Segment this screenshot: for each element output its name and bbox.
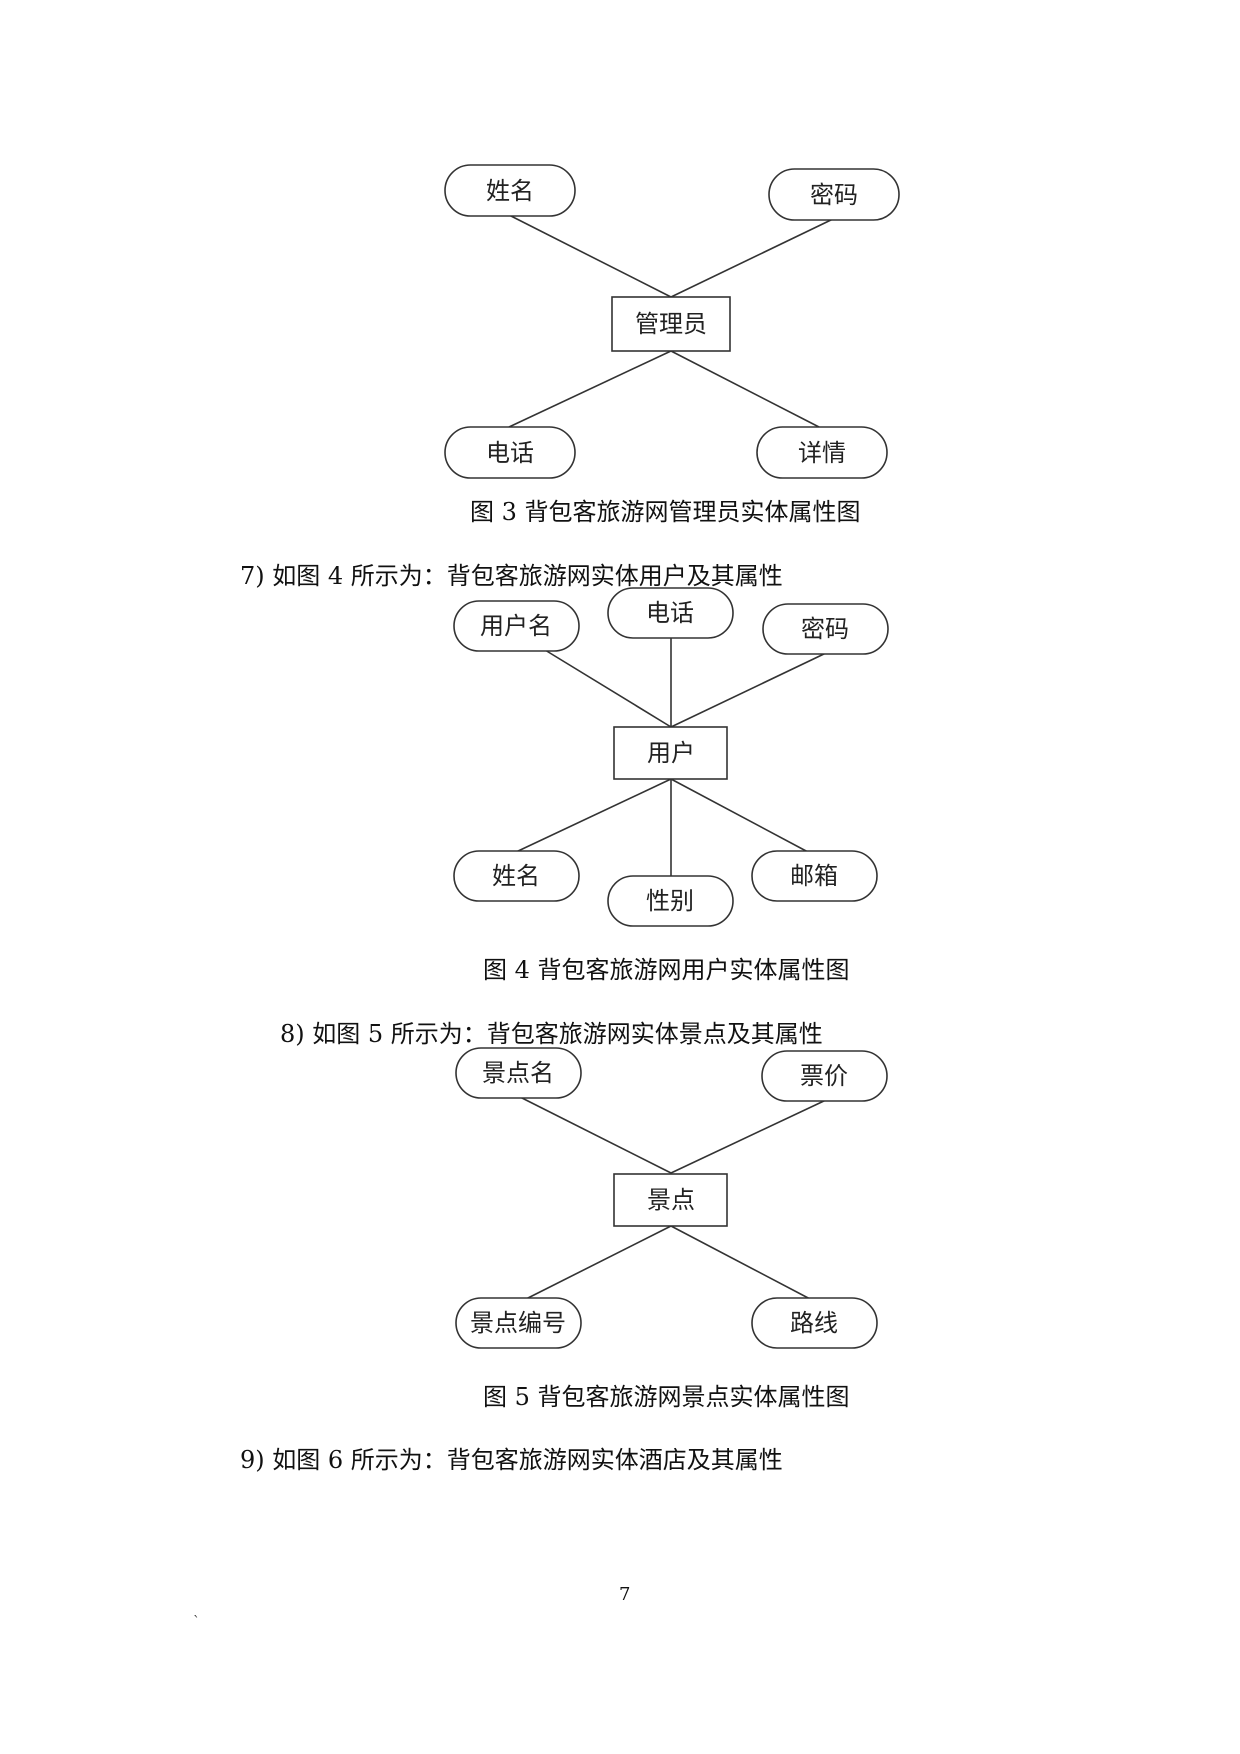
svg-text:票价: 票价: [800, 1062, 848, 1090]
list-item-8: 8) 如图 5 所示为：背包客旅游网实体景点及其属性: [280, 1020, 823, 1048]
attribute-password: 密码: [768, 168, 900, 221]
attribute-attraction-id: 景点编号: [455, 1297, 582, 1349]
attribute-username: 用户名: [453, 600, 580, 652]
entity-box-admin: 管理员: [611, 296, 731, 352]
attribute-details: 详情: [756, 426, 888, 479]
svg-text:管理员: 管理员: [635, 310, 707, 338]
attribute-gender: 性别: [607, 875, 734, 927]
svg-text:详情: 详情: [798, 439, 846, 467]
page-number: 7: [619, 1584, 631, 1605]
svg-text:景点编号: 景点编号: [470, 1309, 566, 1337]
entity-box-attraction: 景点: [613, 1173, 728, 1227]
attribute-phone: 电话: [607, 587, 734, 639]
svg-text:性别: 性别: [646, 887, 694, 915]
svg-text:用户名: 用户名: [480, 612, 552, 640]
attribute-password: 密码: [762, 603, 889, 655]
fig5-diagram: 景点 景点名 票价 景点编号 路线: [455, 1047, 888, 1349]
svg-text:电话: 电话: [486, 439, 534, 467]
stray-mark: `: [193, 1614, 200, 1630]
svg-text:用户: 用户: [647, 739, 695, 767]
attribute-name: 姓名: [444, 164, 576, 217]
figure-caption-4: 图 4 背包客旅游网用户实体属性图: [483, 956, 850, 984]
svg-text:景点: 景点: [647, 1186, 695, 1214]
svg-text:姓名: 姓名: [486, 177, 534, 205]
list-item-7: 7) 如图 4 所示为：背包客旅游网实体用户及其属性: [240, 562, 783, 590]
svg-text:密码: 密码: [801, 615, 849, 643]
list-item-9: 9) 如图 6 所示为：背包客旅游网实体酒店及其属性: [240, 1446, 783, 1474]
svg-text:景点名: 景点名: [482, 1059, 554, 1087]
attribute-ticket-price: 票价: [761, 1050, 888, 1102]
svg-text:密码: 密码: [810, 181, 858, 209]
attribute-name: 姓名: [453, 850, 580, 902]
svg-text:姓名: 姓名: [492, 862, 540, 890]
svg-text:电话: 电话: [646, 599, 694, 627]
fig4-diagram: 用户 用户名 电话 密码 姓名 性别: [453, 587, 889, 927]
svg-text:路线: 路线: [790, 1309, 838, 1337]
attribute-phone: 电话: [444, 426, 576, 479]
figure-caption-5: 图 5 背包客旅游网景点实体属性图: [483, 1383, 850, 1411]
attribute-attraction-name: 景点名: [455, 1047, 582, 1099]
svg-text:邮箱: 邮箱: [790, 862, 838, 890]
attribute-route: 路线: [751, 1297, 878, 1349]
entity-box-user: 用户: [613, 726, 728, 780]
attribute-email: 邮箱: [751, 850, 878, 902]
fig3-diagram: 管理员 姓名 密码 电话 详情: [444, 164, 900, 479]
figure-caption-3: 图 3 背包客旅游网管理员实体属性图: [470, 498, 861, 526]
